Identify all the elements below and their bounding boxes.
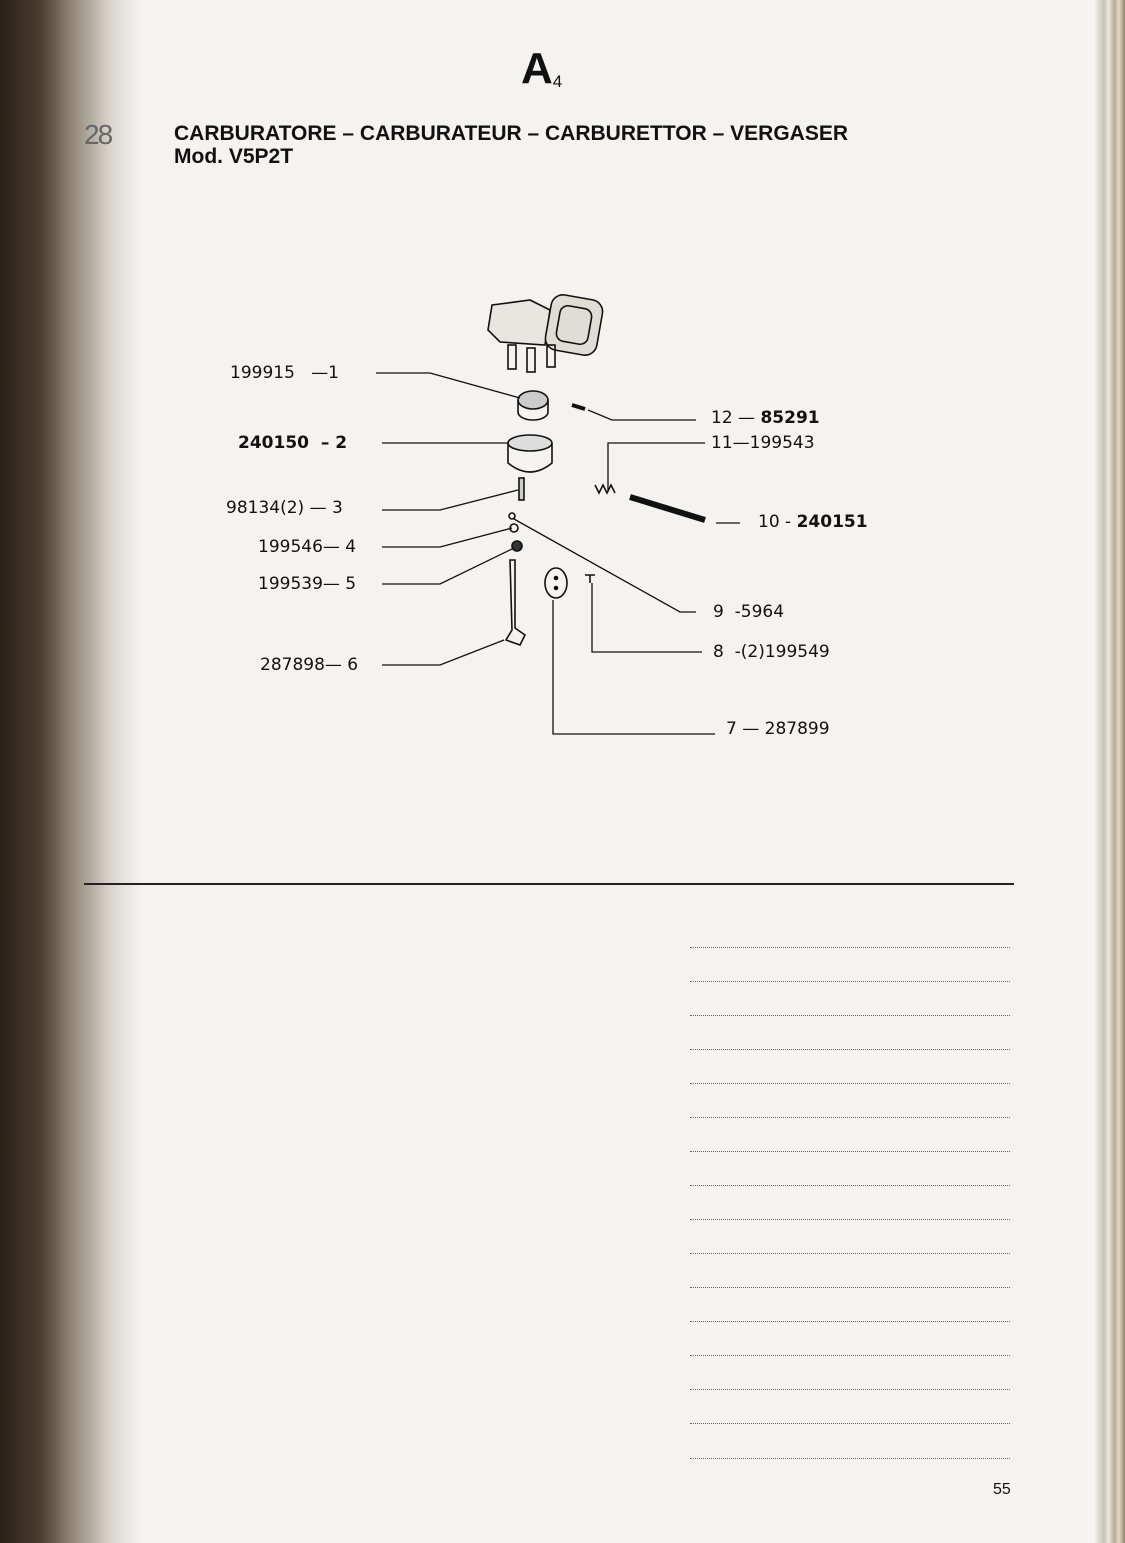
note-line	[690, 1287, 1010, 1288]
title-text: CARBURATORE – CARBURATEUR – CARBURETTOR …	[174, 122, 848, 145]
callout-1: 199915 —1	[230, 363, 339, 383]
exploded-diagram	[376, 294, 740, 735]
note-line	[690, 1185, 1010, 1186]
note-line	[690, 1253, 1010, 1254]
callout-8: 8 -(2)199549	[713, 642, 830, 662]
note-line	[690, 981, 1010, 982]
callout-10: 10 - 240151	[758, 512, 868, 532]
note-line	[690, 1151, 1010, 1152]
book-binding-shadow	[0, 0, 140, 1543]
callout-9: 9 -5964	[713, 602, 785, 622]
page-section-marker: A4	[521, 44, 563, 93]
note-line	[690, 1117, 1010, 1118]
callout-7: 7 — 287899	[726, 719, 830, 739]
callout-12: 12 — 85291	[711, 408, 820, 428]
note-line	[690, 1355, 1010, 1356]
note-line	[690, 1321, 1010, 1322]
note-line	[690, 947, 1010, 948]
callout-5: 199539— 5	[258, 574, 357, 594]
callout-4: 199546— 4	[258, 537, 357, 557]
note-line	[690, 1458, 1010, 1459]
figure-number: 28	[84, 119, 113, 150]
callout-2: 240150 – 2	[238, 433, 348, 453]
note-line	[690, 1083, 1010, 1084]
leader-lines	[376, 372, 740, 735]
note-line	[690, 1423, 1010, 1424]
note-line	[690, 1389, 1010, 1390]
page-edge-stack	[1095, 0, 1125, 1543]
note-line	[690, 1219, 1010, 1220]
callout-11: 11—199543	[711, 433, 815, 453]
note-line	[690, 1049, 1010, 1050]
page-title: CARBURATORE – CARBURATEUR – CARBURETTOR …	[174, 122, 848, 168]
note-line	[690, 1015, 1010, 1016]
callout-6: 287898— 6	[260, 655, 359, 675]
section-divider	[84, 883, 1014, 885]
model-text: Mod. V5P2T	[174, 145, 294, 168]
page-number: 55	[993, 1481, 1011, 1498]
callout-3: 98134(2) — 3	[226, 498, 343, 518]
carburetor-body-drawing	[487, 294, 604, 373]
